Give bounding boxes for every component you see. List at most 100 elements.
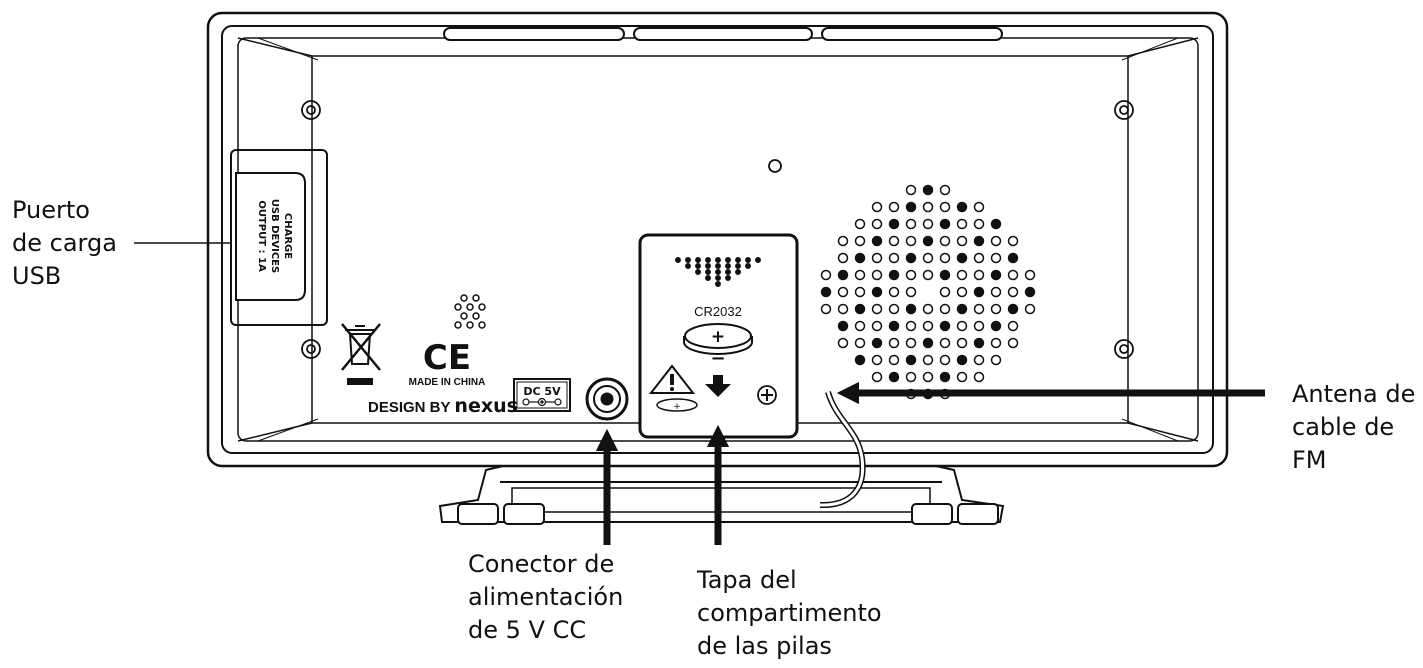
speaker-hole: [905, 218, 917, 230]
speaker-hole: [837, 320, 849, 332]
speaker-hole: [820, 269, 832, 281]
grip-dot: [715, 275, 721, 281]
grip-dot: [735, 257, 741, 263]
speaker-hole: [871, 286, 883, 298]
speaker-hole: [854, 337, 866, 349]
speaker-hole: [888, 320, 900, 332]
speaker-hole: [871, 303, 883, 315]
callout-battery-line-2: compartimento: [697, 599, 882, 627]
speaker-hole: [871, 371, 883, 383]
speaker-hole: [1007, 235, 1019, 247]
grip-dot: [725, 275, 731, 281]
speaker-hole: [956, 252, 968, 264]
speaker-hole: [1024, 269, 1036, 281]
speaker-hole: [922, 201, 934, 213]
grip-dot: [695, 257, 701, 263]
speaker-hole: [837, 286, 849, 298]
speaker-hole: [973, 218, 985, 230]
speaker-hole: [888, 235, 900, 247]
push-down-arrow-icon: [705, 375, 731, 397]
speaker-hole: [905, 201, 917, 213]
speaker-hole: [905, 184, 917, 196]
speaker-hole: [1007, 269, 1019, 281]
screws: [301, 100, 1134, 359]
speaker-hole: [922, 235, 934, 247]
speaker-hole: [905, 269, 917, 281]
speaker-hole: [888, 269, 900, 281]
weee-bin-icon: [341, 323, 381, 385]
grip-dot: [715, 281, 721, 287]
speaker-hole: [837, 303, 849, 315]
speaker-hole: [922, 337, 934, 349]
warning-triangle-icon: [648, 364, 696, 394]
grip-dot: [695, 269, 701, 275]
speaker-hole: [990, 235, 1002, 247]
callout-fm-line-3: FM: [1292, 446, 1327, 474]
usb-label-line-1: CHARGE: [282, 213, 293, 259]
speaker-hole: [854, 218, 866, 230]
vent-hole: [466, 321, 474, 329]
speaker-hole: [973, 235, 985, 247]
speaker-hole: [973, 252, 985, 264]
grip-dot: [735, 269, 741, 275]
speaker-hole: [973, 337, 985, 349]
grip-dot: [725, 257, 731, 263]
speaker-hole: [871, 269, 883, 281]
speaker-hole: [888, 201, 900, 213]
speaker-hole: [854, 269, 866, 281]
callout-usb-line-3: USB: [12, 262, 62, 290]
grip-dot: [705, 257, 711, 263]
speaker-hole: [905, 286, 917, 298]
speaker-hole: [956, 371, 968, 383]
speaker-grille: [820, 184, 1036, 400]
speaker-hole: [837, 337, 849, 349]
speaker-hole: [1007, 320, 1019, 332]
dc-rating-label: DC 5V: [513, 378, 571, 412]
grip-dot: [715, 269, 721, 275]
callout-battery-line-3: de las pilas: [697, 632, 832, 660]
grip-dot: [715, 263, 721, 269]
callout-fm-antenna: Antena de cable de FM: [1292, 378, 1415, 477]
speaker-hole: [854, 252, 866, 264]
small-vent-holes: [454, 294, 486, 329]
speaker-hole: [837, 235, 849, 247]
speaker-hole: [956, 201, 968, 213]
speaker-hole: [956, 235, 968, 247]
grip-dot: [725, 269, 731, 275]
speaker-hole: [973, 320, 985, 332]
usb-label-line-3: OUTPUT : 1A: [256, 200, 267, 272]
speaker-hole: [854, 303, 866, 315]
grip-dot: [685, 263, 691, 269]
grip-dot: [695, 263, 701, 269]
design-by-text: DESIGN BY: [368, 399, 451, 416]
callout-fm-line-2: cable de: [1292, 413, 1395, 441]
speaker-hole: [837, 252, 849, 264]
battery-disc-icon: [656, 398, 698, 412]
speaker-hole: [939, 252, 951, 264]
speaker-hole: [854, 286, 866, 298]
grip-dot: [735, 263, 741, 269]
speaker-hole: [820, 286, 832, 298]
leader-lines: [134, 242, 1265, 545]
vent-hole: [472, 312, 480, 320]
speaker-hole: [922, 320, 934, 332]
speaker-hole: [871, 218, 883, 230]
speaker-hole: [905, 303, 917, 315]
top-vents: [443, 27, 1003, 41]
grip-dot: [675, 257, 681, 263]
speaker-hole: [973, 303, 985, 315]
brand-logo: nexus: [454, 395, 518, 417]
speaker-hole: [956, 354, 968, 366]
callout-dc-line-3: de 5 V CC: [468, 616, 587, 644]
speaker-hole: [820, 303, 832, 315]
grip-dots: [675, 257, 761, 287]
callout-usb-line-2: de carga: [12, 229, 117, 257]
vent-hole: [460, 294, 468, 302]
speaker-hole: [888, 218, 900, 230]
speaker-hole: [956, 337, 968, 349]
speaker-hole: [939, 184, 951, 196]
speaker-hole: [990, 218, 1002, 230]
speaker-hole: [1007, 252, 1019, 264]
vent-hole: [454, 321, 462, 329]
usb-label-line-2: USB DEVICES: [269, 199, 280, 273]
